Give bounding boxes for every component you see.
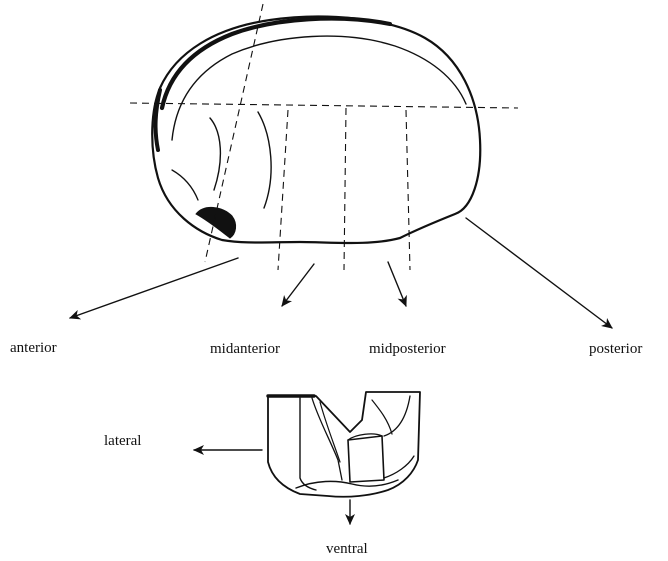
- arrow-midposterior: [388, 262, 406, 306]
- right-limb-inner: [384, 396, 410, 436]
- label-midposterior: midposterior: [369, 341, 446, 357]
- horizontal-cut-line: [130, 103, 518, 108]
- label-anterior: anterior: [10, 340, 57, 356]
- cephalic-fold-3: [172, 170, 198, 200]
- cephalic-fold-2: [258, 112, 271, 208]
- arrow-posterior: [466, 218, 612, 328]
- anterior-pole-cap: [196, 207, 236, 238]
- arrow-anterior: [70, 258, 238, 318]
- midanterior-cut-left: [278, 110, 288, 270]
- cephalic-fold-1: [210, 118, 220, 190]
- midposterior-cut-right: [406, 110, 410, 270]
- label-posterior: posterior: [589, 341, 642, 357]
- left-limb-fold: [312, 398, 342, 480]
- label-midanterior: midanterior: [210, 341, 280, 357]
- label-ventral: ventral: [326, 541, 368, 557]
- embryo-section-fragment: [268, 392, 420, 497]
- label-lateral: lateral: [104, 433, 141, 449]
- arrow-midanterior: [282, 264, 314, 306]
- ventral-floor: [296, 480, 398, 488]
- inner-membrane: [172, 36, 466, 140]
- anterior-edge: [156, 90, 160, 150]
- left-limb-inner-wall: [300, 398, 316, 490]
- central-block: [348, 436, 384, 482]
- section-planes: [130, 4, 518, 270]
- section-arrows: [70, 218, 612, 328]
- whole-embryo: [152, 17, 480, 243]
- right-limb-fold: [372, 400, 392, 434]
- dorsal-rim: [162, 19, 390, 108]
- midanterior-cut-right: [344, 108, 346, 270]
